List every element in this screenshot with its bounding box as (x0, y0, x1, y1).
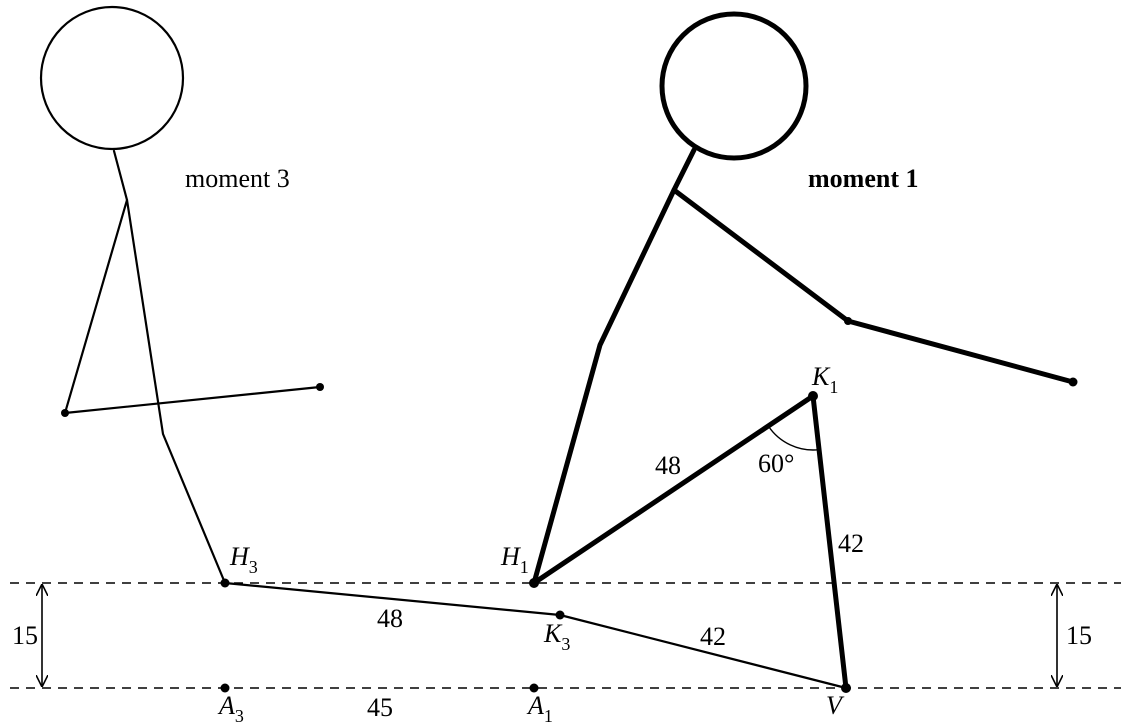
angle-label-K1: 60° (758, 449, 794, 478)
moment1-torso (531, 147, 697, 586)
label-A1: A1 (526, 691, 553, 726)
point-K1 (808, 391, 818, 401)
moment3-torso (112, 149, 227, 585)
length-shin-moment1: 42 (838, 529, 864, 558)
height-label-left: 15 (12, 621, 38, 650)
height-label-right: 15 (1066, 621, 1092, 650)
moment3-hand-dot (61, 409, 69, 417)
length-thigh-moment1: 48 (655, 451, 681, 480)
point-H1 (529, 578, 539, 588)
length-thigh-moment3: 48 (377, 604, 403, 633)
moment3-leg (223, 581, 848, 690)
moment3-arm (63, 198, 322, 415)
moment1-leg (531, 393, 849, 691)
label-A3: A3 (217, 691, 244, 726)
label-K3: K3 (543, 619, 570, 654)
moment1-head (659, 11, 809, 161)
moment3-hand-dot-2 (316, 383, 324, 391)
label-H3: H3 (229, 542, 258, 577)
point-H3 (220, 578, 230, 588)
point-A3 (220, 683, 230, 693)
point-K3 (555, 610, 565, 620)
angle-arc-K1 (767, 425, 819, 451)
moment1-arm (671, 187, 1076, 385)
moment1-title: moment 1 (808, 164, 918, 193)
label-K1: K1 (811, 362, 838, 397)
moment1-elbow-dot (844, 317, 852, 325)
moment1-hand-dot (1068, 377, 1078, 387)
length-shin-moment3: 42 (700, 622, 726, 651)
label-H1: H1 (500, 542, 529, 577)
point-V (841, 683, 851, 693)
length-ground-A3-A1: 45 (367, 693, 393, 722)
label-V: V (826, 691, 845, 720)
point-A1 (529, 683, 539, 693)
moment3-title: moment 3 (185, 164, 290, 193)
moment3-head (39, 5, 185, 151)
